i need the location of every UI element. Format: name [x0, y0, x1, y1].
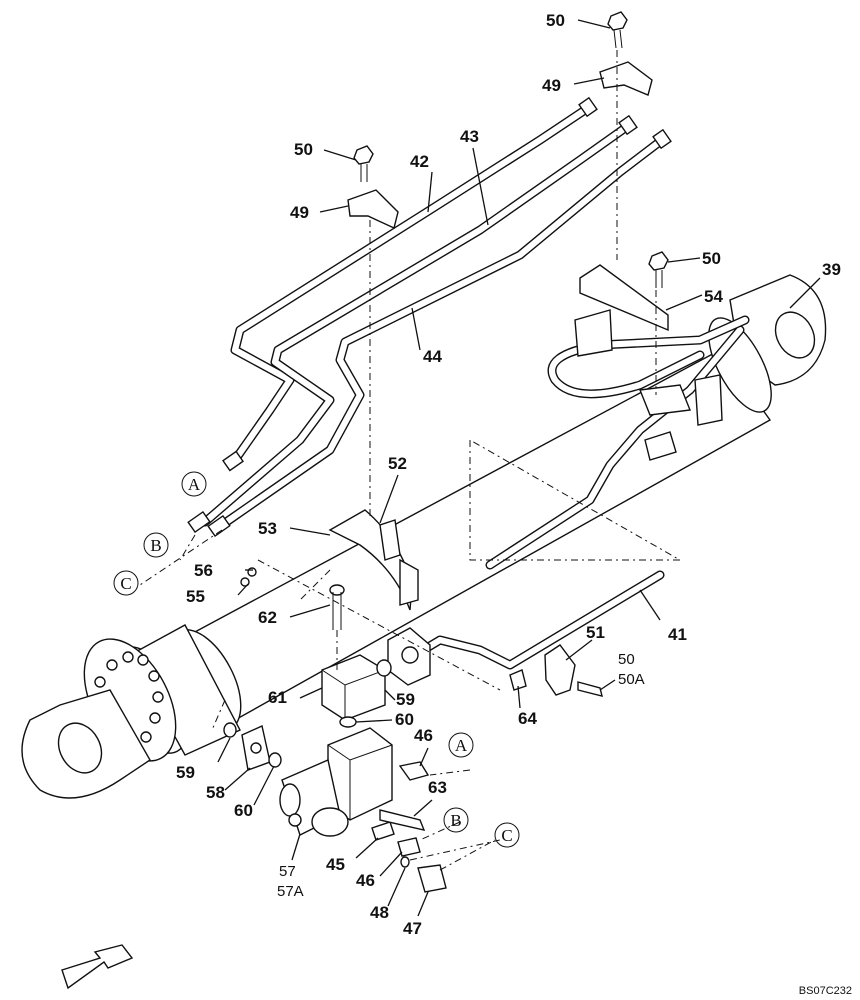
- connector-C-left: C: [113, 570, 139, 596]
- front-direction-arrow-icon: [61, 944, 134, 990]
- callout-46-bottom: 46: [356, 871, 375, 890]
- plate-58: [241, 725, 271, 771]
- callout-63: 63: [428, 778, 447, 797]
- connector-A-left: A: [181, 471, 207, 497]
- bolt-50-top: [607, 11, 628, 49]
- callout-49-left: 49: [290, 203, 309, 222]
- callout-39: 39: [822, 260, 841, 279]
- callout-50-top: 50: [546, 11, 565, 30]
- callout-57A: 57A: [277, 883, 304, 900]
- callout-45: 45: [326, 855, 345, 874]
- callout-50-mid: 50: [702, 249, 721, 268]
- callout-59-right: 59: [396, 690, 415, 709]
- svg-text:B: B: [450, 811, 461, 830]
- callout-57: 57: [279, 863, 296, 880]
- svg-text:C: C: [120, 574, 131, 593]
- callout-50-left: 50: [294, 140, 313, 159]
- callout-48: 48: [370, 903, 389, 922]
- svg-text:C: C: [501, 826, 512, 845]
- clamp-49-top: [599, 61, 653, 96]
- connector-A-right: A: [448, 732, 474, 758]
- callout-56: 56: [194, 561, 213, 580]
- callout-52: 52: [388, 454, 407, 473]
- callout-60-top: 60: [395, 710, 414, 729]
- callout-50A: 50A: [618, 671, 645, 688]
- callout-50-right: 50: [618, 651, 635, 668]
- callout-61: 61: [268, 688, 287, 707]
- callout-55: 55: [186, 587, 205, 606]
- clamp-49-left: [347, 189, 399, 229]
- svg-text:A: A: [455, 736, 468, 755]
- connector-C-right: C: [494, 822, 520, 848]
- callout-62: 62: [258, 608, 277, 627]
- pipe-42: [230, 103, 593, 465]
- callout-59-left: 59: [176, 763, 195, 782]
- valve-57: [279, 727, 393, 837]
- callout-49-top: 49: [542, 76, 561, 95]
- rear-brackets: [574, 309, 723, 461]
- block-61: [321, 654, 386, 721]
- connector-B-right: B: [443, 807, 469, 833]
- connector-B-left: B: [143, 532, 169, 558]
- callout-54: 54: [704, 287, 723, 306]
- callout-41: 41: [668, 625, 687, 644]
- clamp-52: [328, 509, 419, 611]
- callout-42: 42: [410, 152, 429, 171]
- plate-54: [579, 264, 669, 332]
- callout-labels: 50 49 50 49 42 43 44 50 54 39 52 53 56 5…: [176, 11, 841, 938]
- leader-lines: [217, 19, 821, 917]
- callout-43: 43: [460, 127, 479, 146]
- callout-51: 51: [586, 623, 605, 642]
- callout-58: 58: [206, 783, 225, 802]
- callout-60-bottom: 60: [234, 801, 253, 820]
- assembly-lines: [139, 50, 682, 871]
- callout-64: 64: [518, 709, 537, 728]
- pipe-44: [217, 135, 667, 530]
- pipe-fittings: [187, 96, 672, 538]
- cylinder-body: [21, 274, 827, 799]
- callout-53: 53: [258, 519, 277, 538]
- svg-text:B: B: [150, 536, 161, 555]
- bolt-62: [329, 584, 345, 630]
- small-parts: [223, 567, 603, 893]
- bolt-50-mid: [648, 251, 669, 288]
- callout-44: 44: [423, 347, 442, 366]
- callout-47: 47: [403, 919, 422, 938]
- callout-46-top: 46: [414, 726, 433, 745]
- flange-59-right: [387, 627, 431, 686]
- pipe-43: [200, 121, 633, 527]
- clamp-51: [544, 644, 576, 696]
- drawing-code: BS07C232: [799, 985, 852, 997]
- bolt-50-left: [353, 145, 374, 182]
- svg-text:A: A: [188, 475, 201, 494]
